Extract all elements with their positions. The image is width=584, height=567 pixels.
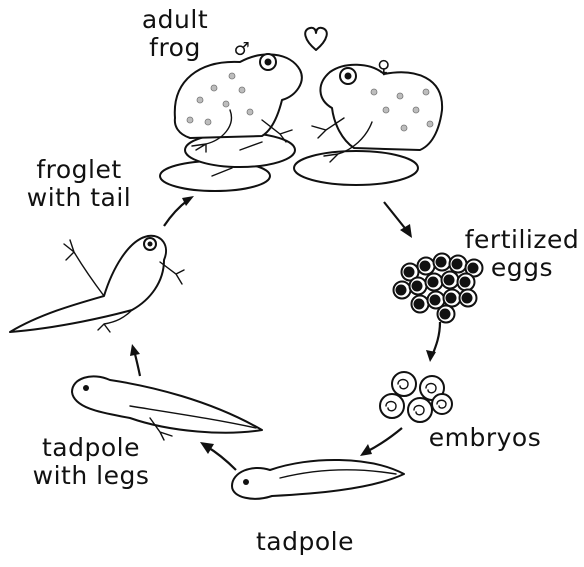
egg-yolk	[414, 299, 425, 310]
tadpole-label: tadpole	[240, 528, 370, 556]
tadpole-with-legs-illustration	[72, 376, 262, 440]
adult-frog-label: adult frog	[130, 6, 220, 62]
embryos-illustration	[380, 372, 452, 422]
froglet-with-tail-label-line2: with tail	[14, 184, 144, 212]
egg-yolk	[420, 261, 431, 272]
tadpole-with-legs-label-line1: tadpole	[16, 434, 166, 462]
egg-yolk	[452, 259, 463, 270]
tadpole-with-legs-label-line2: with legs	[16, 462, 166, 490]
fertilized-eggs-label-line2: eggs	[462, 254, 582, 282]
egg-yolk	[446, 293, 457, 304]
tadpole-with-legs-label: tadpole with legs	[16, 434, 166, 490]
fertilized-eggs-label: fertilized eggs	[462, 226, 582, 282]
female-symbol: ♀	[374, 54, 394, 82]
egg-yolk	[462, 293, 473, 304]
heart-icon	[305, 28, 327, 50]
froglet-illustration	[10, 236, 184, 332]
adult-frog-label-line2: frog	[130, 34, 220, 62]
egg-yolk	[444, 275, 455, 286]
adult-frog-label-line1: adult	[130, 6, 220, 34]
embryos-label: embryos	[420, 424, 550, 452]
egg-yolk	[412, 281, 423, 292]
tadpole-illustration	[232, 460, 404, 499]
egg-yolk	[396, 285, 407, 296]
froglet-with-tail-label: froglet with tail	[14, 156, 144, 212]
male-symbol: ♂	[232, 36, 252, 64]
egg-yolk	[430, 295, 441, 306]
egg-yolk	[404, 267, 415, 278]
egg-yolk	[436, 257, 447, 268]
egg-yolk	[428, 277, 439, 288]
egg-yolk	[440, 309, 451, 320]
fertilized-eggs-label-line1: fertilized	[462, 226, 582, 254]
froglet-with-tail-label-line1: froglet	[14, 156, 144, 184]
